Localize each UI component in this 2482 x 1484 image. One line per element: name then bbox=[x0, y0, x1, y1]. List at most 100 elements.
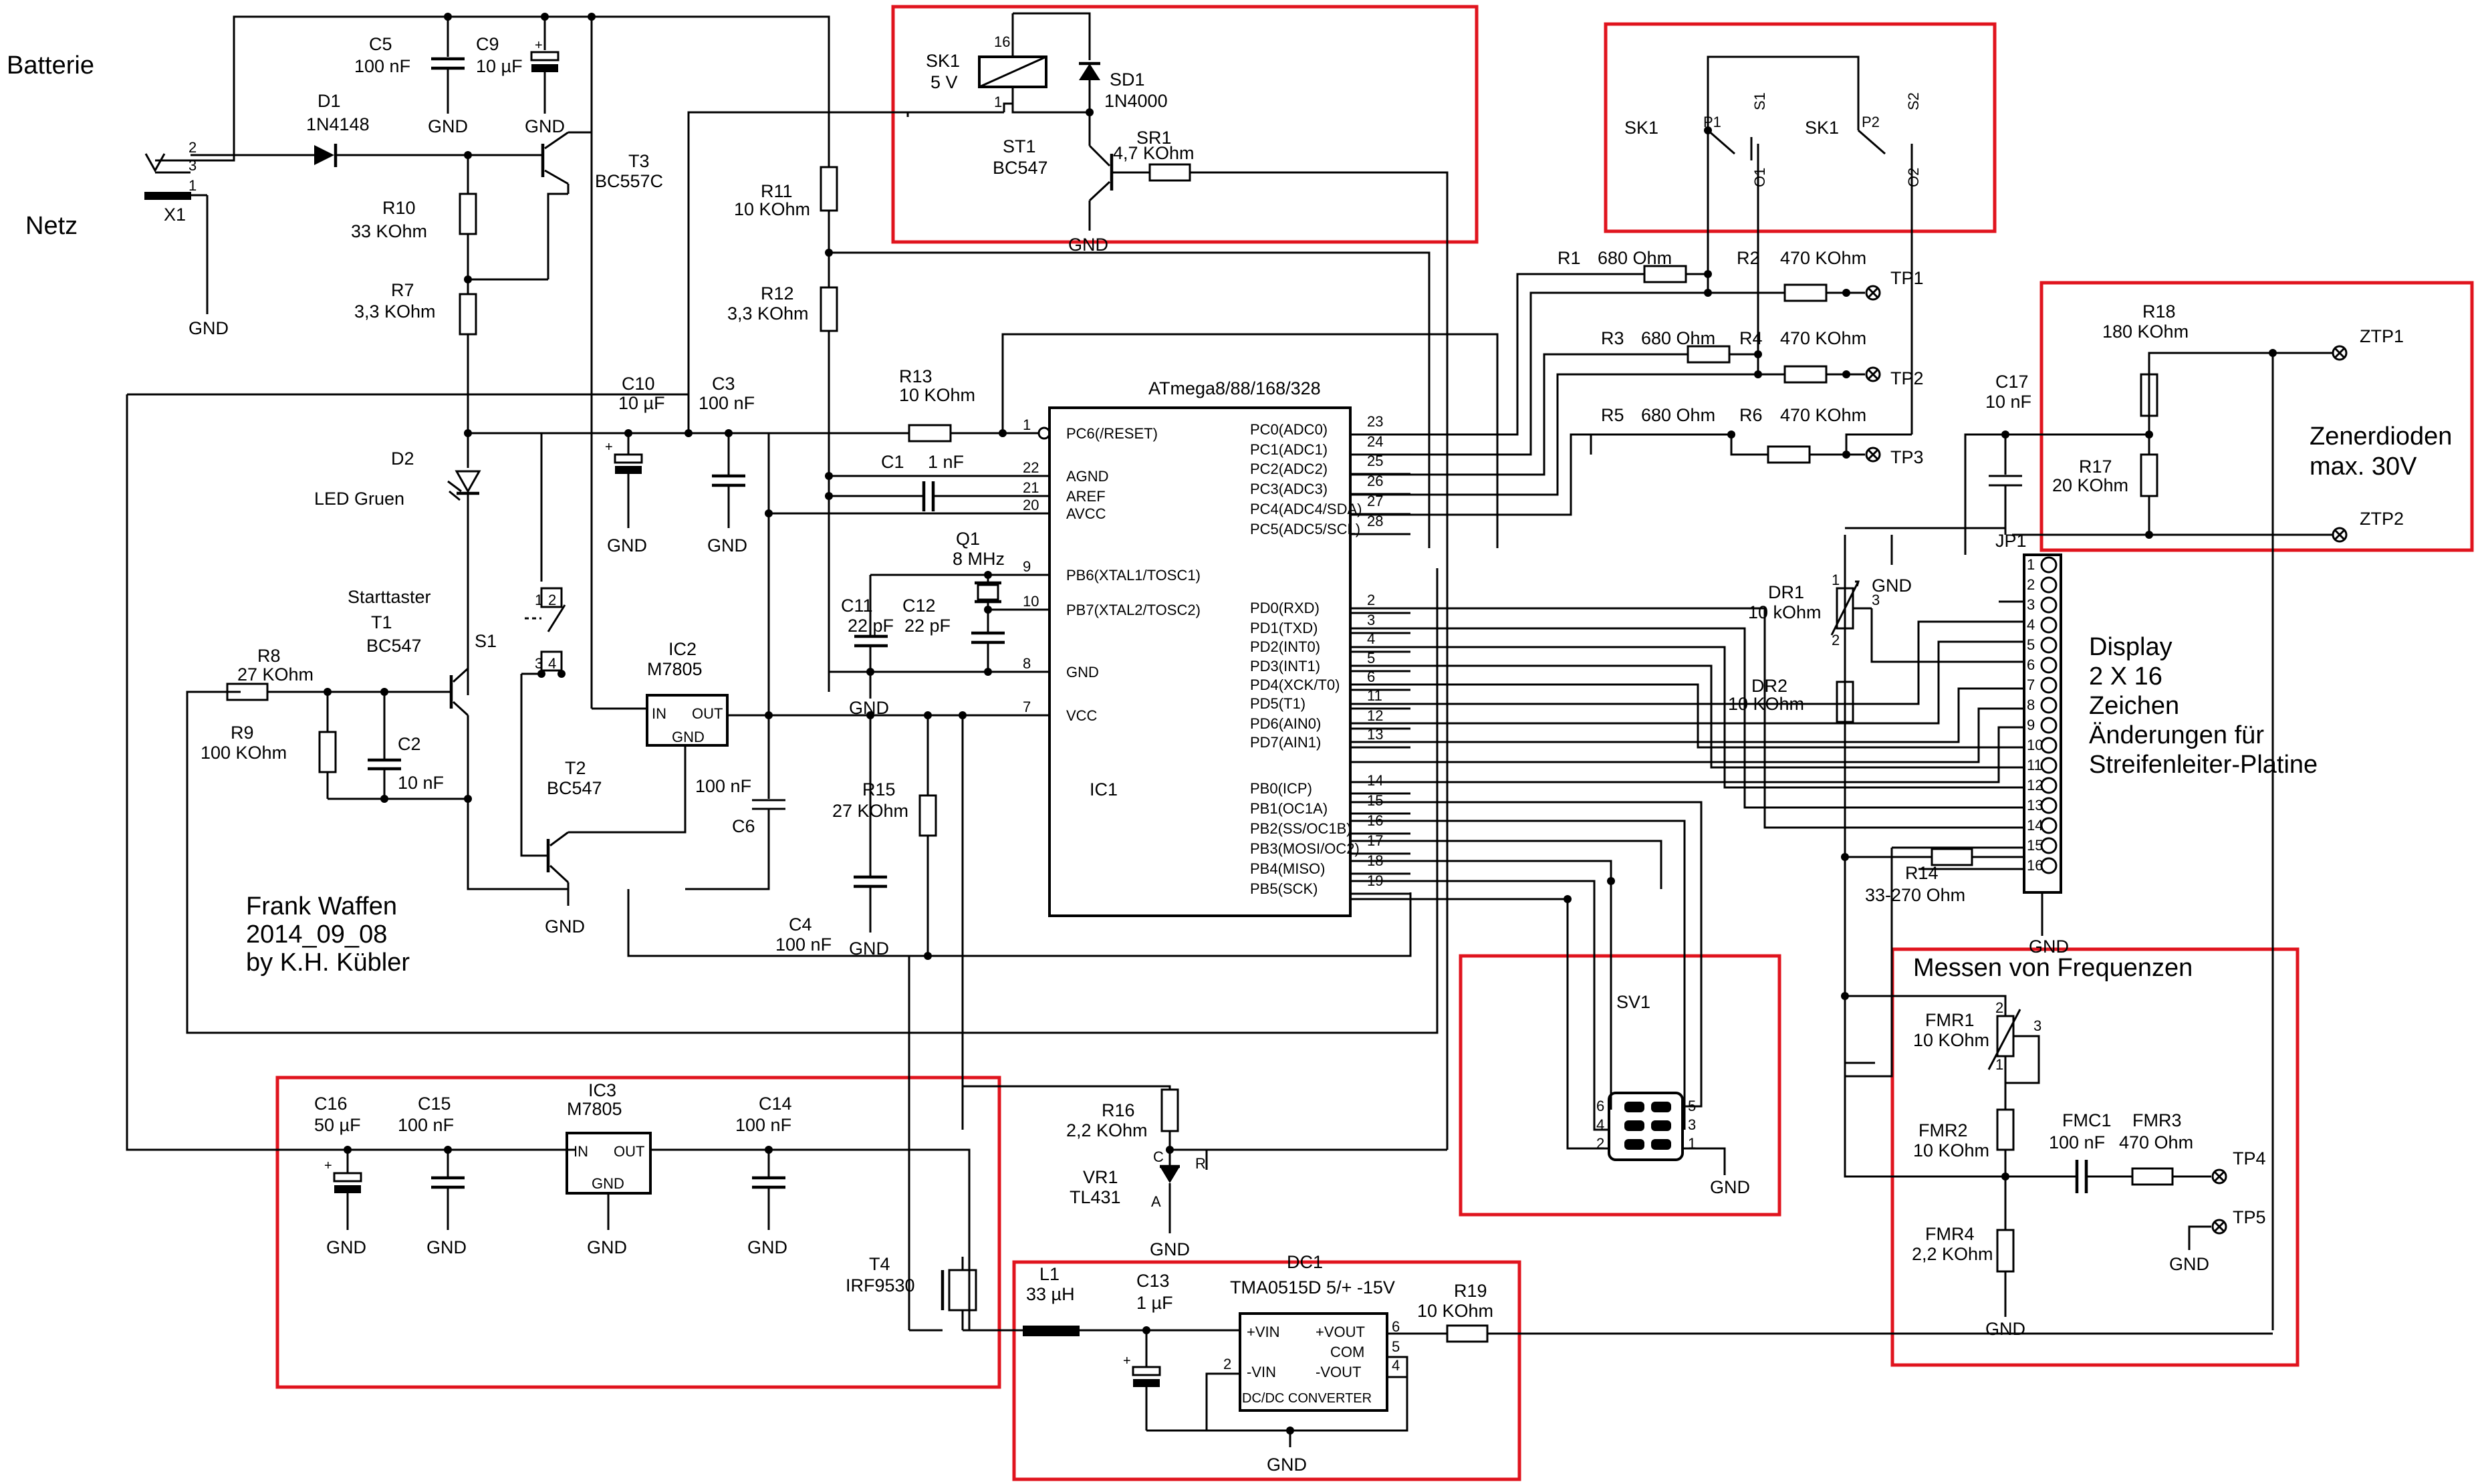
svg-text:GND: GND bbox=[1985, 1319, 2025, 1339]
svg-text:ST1: ST1 bbox=[1003, 136, 1036, 156]
svg-text:2: 2 bbox=[1223, 1356, 1231, 1372]
ic-right-pin-name: PD2(INT0) bbox=[1250, 638, 1320, 655]
svg-text:S1: S1 bbox=[1751, 92, 1768, 110]
svg-text:C12: C12 bbox=[902, 596, 936, 616]
label-netz: Netz bbox=[25, 212, 78, 240]
svg-text:3: 3 bbox=[1688, 1116, 1696, 1133]
svg-text:SK1: SK1 bbox=[1624, 118, 1658, 138]
jp1-pin bbox=[2040, 817, 2058, 834]
resistor-r12 bbox=[820, 286, 838, 332]
ic-left-pin-name: PB6(XTAL1/TOSC1) bbox=[1066, 567, 1201, 584]
svg-text:R17: R17 bbox=[2079, 457, 2112, 477]
svg-text:D2: D2 bbox=[391, 449, 414, 469]
ic-right-pin-number: 4 bbox=[1367, 630, 1375, 647]
svg-text:FMR1: FMR1 bbox=[1925, 1010, 1975, 1030]
svg-text:Starttaster: Starttaster bbox=[348, 587, 431, 607]
jp1-pin bbox=[2040, 837, 2058, 854]
svg-text:GND: GND bbox=[707, 535, 747, 555]
svg-text:TP5: TP5 bbox=[2233, 1207, 2266, 1227]
svg-text:GND: GND bbox=[592, 1175, 624, 1192]
ic-left-pin-number: 20 bbox=[1023, 497, 1039, 513]
svg-text:5 V: 5 V bbox=[930, 72, 958, 92]
jp1-pin-number: 3 bbox=[2027, 596, 2035, 613]
svg-text:180 KOhm: 180 KOhm bbox=[2102, 322, 2189, 342]
jp1-pin-number: 11 bbox=[2027, 757, 2042, 773]
svg-text:2: 2 bbox=[548, 592, 556, 608]
svg-text:D1: D1 bbox=[318, 91, 341, 111]
ic-right-pin-number: 5 bbox=[1367, 650, 1375, 666]
svg-text:10 KOhm: 10 KOhm bbox=[1913, 1140, 1989, 1160]
svg-text:27 KOhm: 27 KOhm bbox=[237, 664, 314, 685]
transistor-st1: ST1 BC547 GND bbox=[993, 112, 1150, 255]
svg-text:R10: R10 bbox=[382, 198, 416, 218]
ic-right-pin-name: PB0(ICP) bbox=[1250, 780, 1312, 797]
ic-right-pin-name: PB5(SCK) bbox=[1250, 880, 1318, 897]
svg-text:R12: R12 bbox=[761, 283, 794, 303]
svg-text:IC2: IC2 bbox=[668, 639, 697, 659]
svg-text:+: + bbox=[535, 38, 543, 53]
capacitor-c14: C14 100 nF GND bbox=[735, 1094, 792, 1257]
ic-left-pin-name: AVCC bbox=[1066, 505, 1106, 522]
ic-left-pin-name: VCC bbox=[1066, 707, 1098, 724]
ic-right-pin-number: 14 bbox=[1367, 772, 1383, 789]
ic-left-pin-number: 10 bbox=[1023, 593, 1039, 610]
svg-text:C16: C16 bbox=[314, 1094, 348, 1114]
svg-text:BC547: BC547 bbox=[993, 158, 1048, 178]
svg-text:S1: S1 bbox=[475, 631, 497, 651]
svg-text:10 µF: 10 µF bbox=[618, 393, 665, 413]
svg-text:100 nF: 100 nF bbox=[354, 56, 410, 76]
svg-text:L1: L1 bbox=[1039, 1264, 1060, 1284]
svg-text:T2: T2 bbox=[565, 758, 586, 778]
svg-text:SD1: SD1 bbox=[1110, 70, 1145, 90]
capacitor-c9: + C9 10 µF GND bbox=[476, 34, 565, 136]
capacitor-c17: C17 10 nF bbox=[1964, 372, 2149, 555]
svg-text:4: 4 bbox=[1392, 1357, 1400, 1374]
svg-text:2,2 KOhm: 2,2 KOhm bbox=[1066, 1120, 1148, 1140]
svg-text:P1: P1 bbox=[1703, 114, 1721, 130]
svg-text:T1: T1 bbox=[371, 612, 392, 632]
svg-text:GND: GND bbox=[747, 1237, 787, 1257]
svg-text:R9: R9 bbox=[231, 723, 254, 743]
svg-text:C11: C11 bbox=[841, 596, 873, 616]
svg-text:R8: R8 bbox=[257, 646, 281, 666]
svg-text:R18: R18 bbox=[2142, 301, 2176, 322]
svg-text:3: 3 bbox=[535, 655, 543, 672]
svg-text:1 nF: 1 nF bbox=[928, 452, 964, 472]
svg-text:S2: S2 bbox=[1905, 92, 1922, 110]
display-note2: Streifenleiter-Platine bbox=[2089, 751, 2318, 779]
svg-text:FMR4: FMR4 bbox=[1925, 1224, 1975, 1244]
svg-text:680 Ohm: 680 Ohm bbox=[1641, 405, 1715, 425]
svg-text:+VOUT: +VOUT bbox=[1316, 1324, 1365, 1340]
svg-text:1: 1 bbox=[1995, 1056, 2003, 1073]
highlight-sv1 bbox=[1459, 954, 1781, 1217]
jp1-pin-number: 13 bbox=[2027, 797, 2043, 814]
svg-text:C13: C13 bbox=[1136, 1271, 1170, 1291]
svg-text:C1: C1 bbox=[881, 452, 904, 472]
jp1-pin bbox=[2040, 556, 2058, 574]
svg-text:16: 16 bbox=[994, 33, 1010, 50]
svg-text:3: 3 bbox=[1872, 592, 1880, 608]
svg-text:TMA0515D 5/+ -15V: TMA0515D 5/+ -15V bbox=[1230, 1277, 1395, 1297]
ic-right-pin-number: 11 bbox=[1367, 687, 1382, 704]
svg-text:680 Ohm: 680 Ohm bbox=[1641, 328, 1715, 348]
svg-text:10 kOhm: 10 kOhm bbox=[1748, 602, 1822, 622]
connector-x1: 2 3 1 X1 GND bbox=[144, 139, 229, 338]
svg-text:+: + bbox=[605, 440, 613, 455]
switch-block: SK1 SK1 P1 P2 S1 S2 O1 O2 bbox=[1624, 55, 1922, 187]
highlight-dcdc bbox=[1012, 1260, 1521, 1481]
ic-left-pin-name: PB7(XTAL2/TOSC2) bbox=[1066, 602, 1201, 618]
svg-text:ZTP1: ZTP1 bbox=[2360, 326, 2404, 346]
svg-text:470 Ohm: 470 Ohm bbox=[2119, 1132, 2193, 1152]
svg-text:1: 1 bbox=[189, 177, 197, 194]
switch-s1: 1 2 3 4 Starttaster T1 BC547 S1 bbox=[348, 587, 566, 678]
ic-right-pin-name: PB4(MISO) bbox=[1250, 860, 1325, 877]
svg-text:470 KOhm: 470 KOhm bbox=[1780, 328, 1866, 348]
author-credit: by K.H. Kübler bbox=[246, 949, 410, 977]
svg-text:BC557C: BC557C bbox=[595, 171, 663, 191]
ic-right-pin-number: 2 bbox=[1367, 592, 1375, 608]
ic-right-pin-name: PD6(AIN0) bbox=[1250, 715, 1321, 732]
svg-text:GND: GND bbox=[426, 1237, 467, 1257]
diode-d1: D1 1N4148 bbox=[191, 91, 528, 167]
svg-text:TP2: TP2 bbox=[1890, 368, 1924, 388]
svg-text:6: 6 bbox=[1392, 1318, 1400, 1335]
